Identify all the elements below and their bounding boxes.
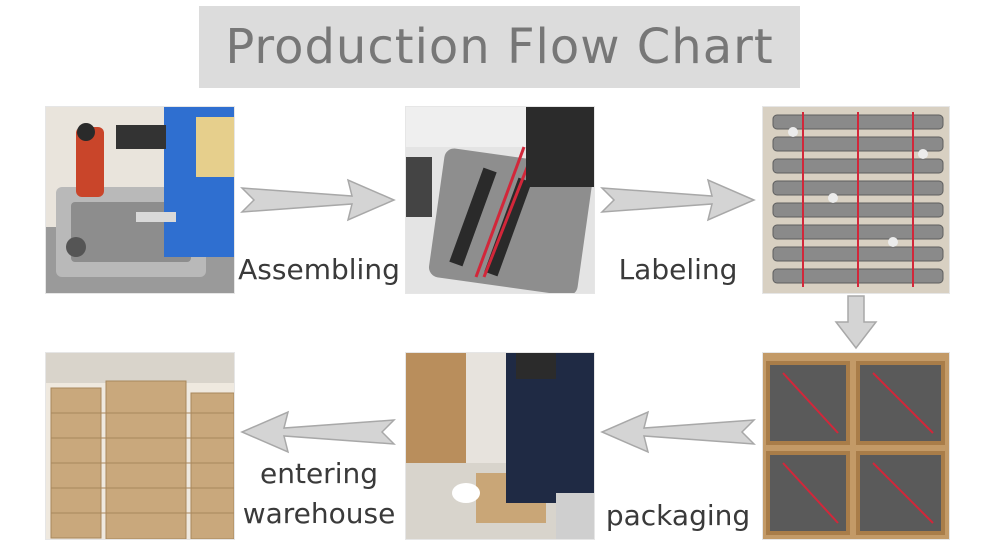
label-entering: entering — [260, 457, 378, 490]
title-banner: Production Flow Chart — [199, 6, 800, 88]
warehouse-photo — [45, 352, 235, 540]
page-title: Production Flow Chart — [225, 19, 774, 75]
arrow-down — [834, 294, 878, 350]
arrow-left-2 — [240, 410, 396, 454]
labeling-photo — [405, 106, 595, 294]
packing-worker-photo — [405, 352, 595, 540]
label-assembling: Assembling — [238, 253, 400, 286]
assembling-photo — [45, 106, 235, 294]
arrow-right-2 — [600, 178, 756, 222]
label-warehouse: warehouse — [242, 497, 396, 530]
arrow-left-1 — [600, 410, 756, 454]
label-packaging: packaging — [605, 499, 751, 532]
packaging-photo — [762, 352, 950, 540]
arrow-right-1 — [240, 178, 396, 222]
label-labeling: Labeling — [618, 253, 738, 286]
stacked-products-photo — [762, 106, 950, 294]
